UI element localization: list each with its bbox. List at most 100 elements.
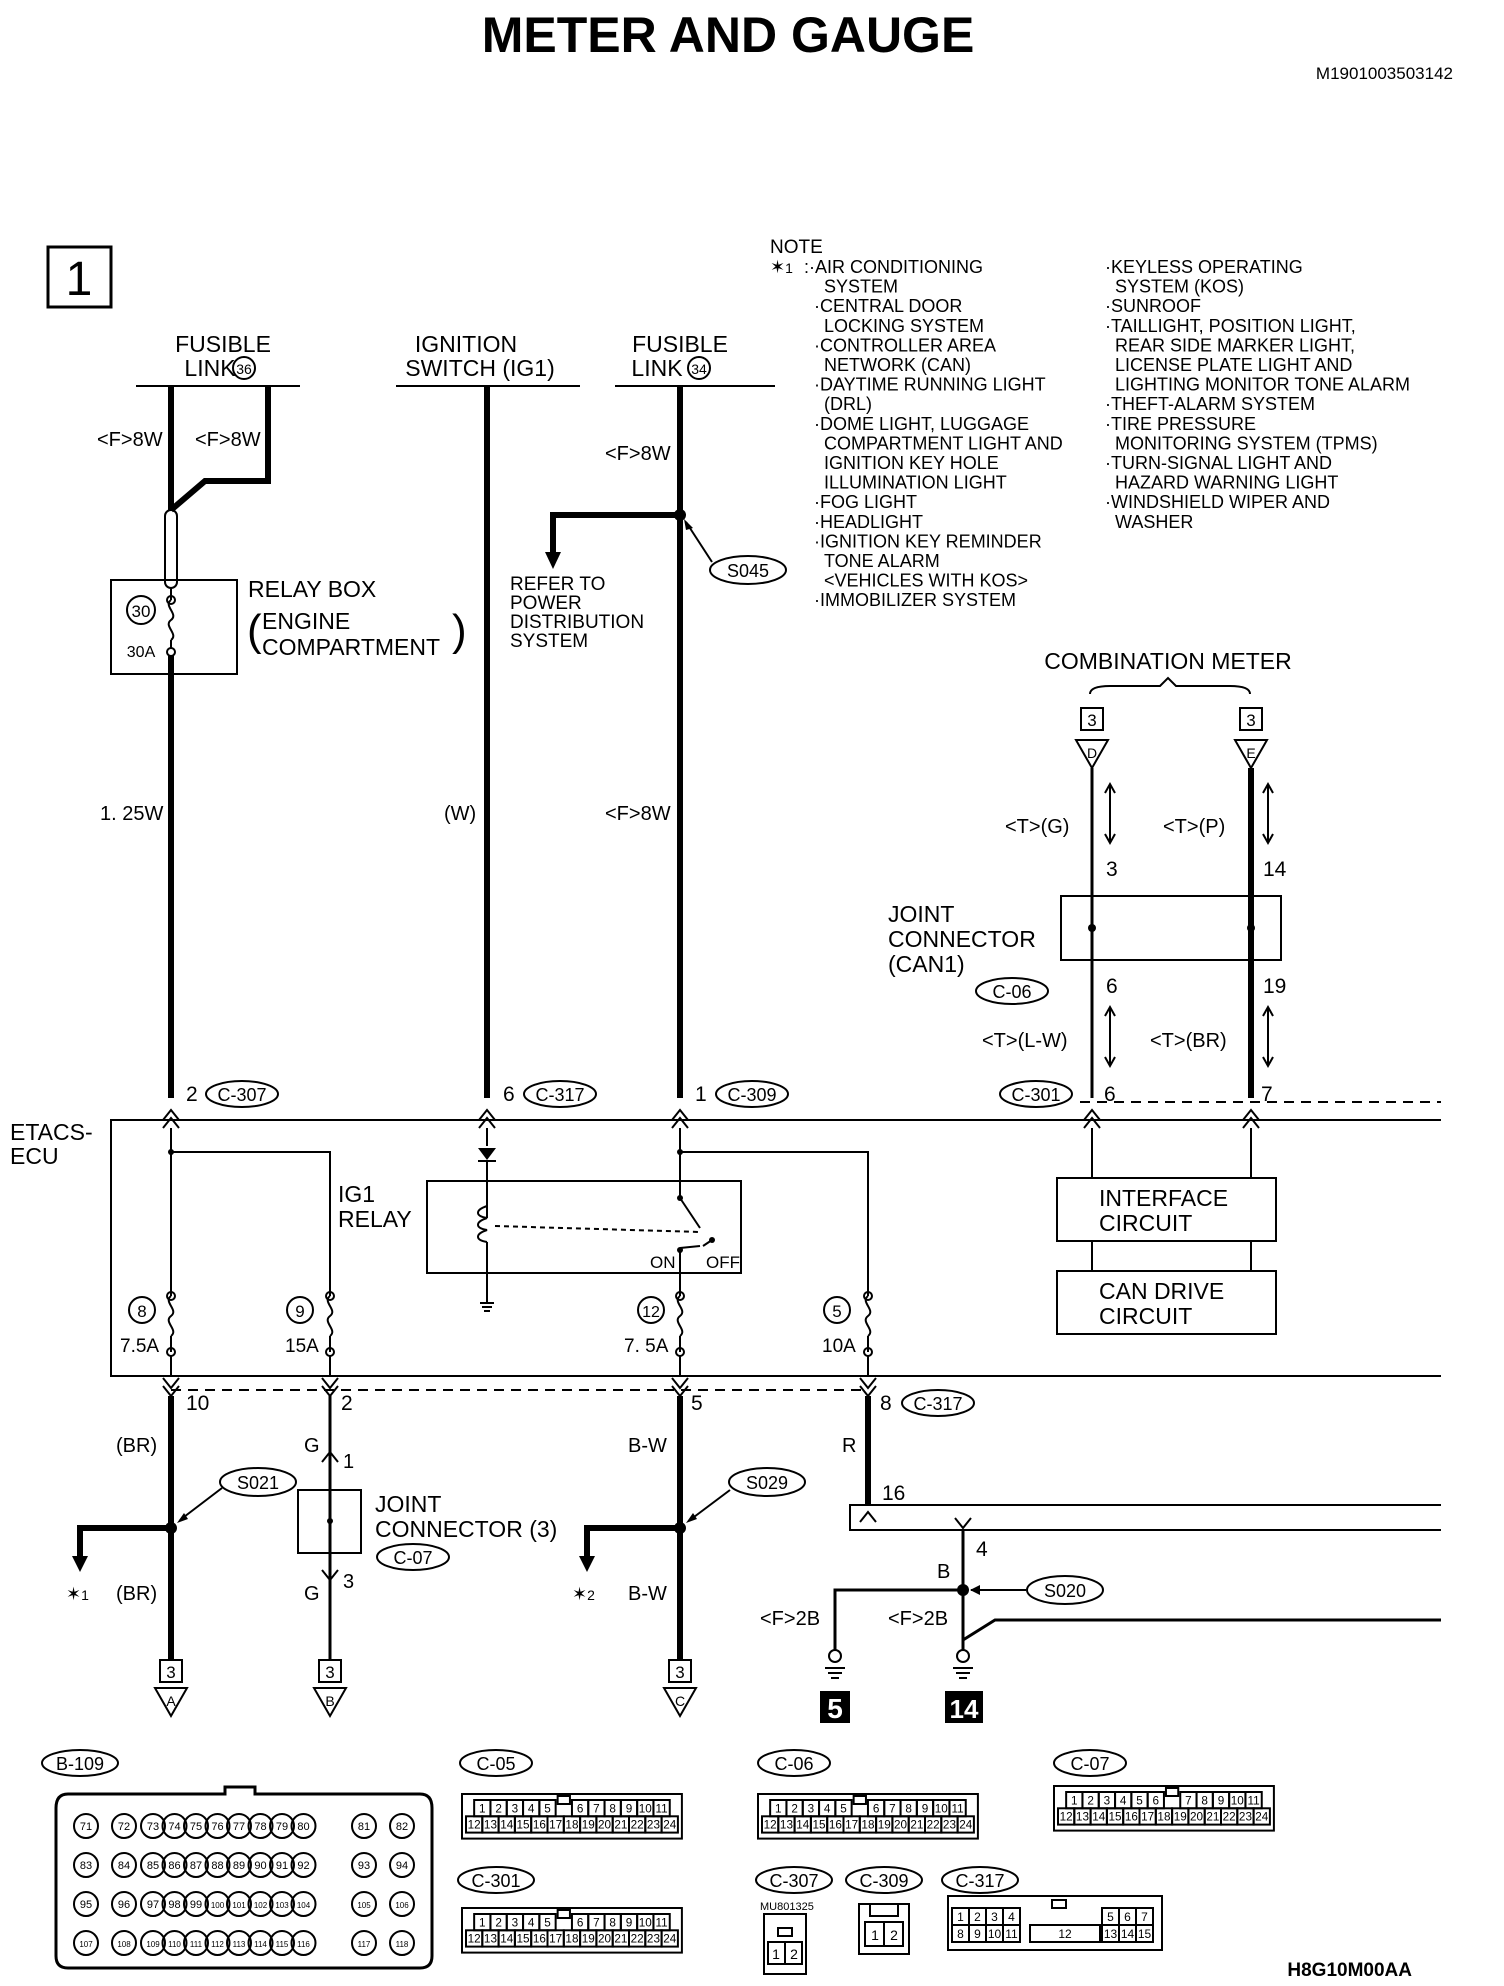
b109-pin — [247, 1813, 274, 1839]
connector-pin: 24 — [959, 1819, 973, 1832]
splice-s021-label: S021 — [237, 1473, 279, 1493]
connector-cell — [1002, 1924, 1021, 1943]
b109-pin — [140, 1813, 166, 1839]
connector-c07-label: C-07 — [1070, 1754, 1109, 1774]
connector-pin: 20 — [598, 1933, 612, 1946]
connector-c05-label: C-05 — [476, 1754, 515, 1774]
wire-label-f2b: <F>2B — [760, 1608, 820, 1630]
note-item: ILLUMINATION LIGHT — [824, 473, 1007, 493]
connector-pin: 7 — [593, 1802, 600, 1815]
connector-pin: 10 — [935, 1802, 949, 1815]
connector-pin: 5 — [840, 1802, 847, 1815]
ignition-switch-label: IGNITION — [415, 331, 517, 357]
connector-pin: 3 — [1104, 1794, 1111, 1807]
b109-pin-label: 108 — [117, 1940, 131, 1949]
b109-pin — [290, 1930, 317, 1956]
etacs-internal-right — [679, 1128, 869, 1296]
connector-key — [1051, 1899, 1067, 1909]
b109-pin-label: 75 — [190, 1821, 202, 1833]
connector-pin: 15 — [1138, 1927, 1152, 1941]
b109-pin-label: 80 — [297, 1821, 309, 1833]
connector-pin: 16 — [533, 1933, 546, 1946]
ground-pin-4: 4 — [976, 1538, 988, 1561]
star-1: ✶1 — [66, 1584, 89, 1604]
connector-pin: 24 — [663, 1933, 677, 1946]
b109-pin-label: 106 — [395, 1901, 409, 1910]
b109-pin-label: 101 — [232, 1901, 246, 1910]
connector-c301-label: C-301 — [471, 1871, 520, 1891]
connector-pin: 10 — [988, 1927, 1002, 1941]
diode-symbol — [478, 1148, 496, 1160]
bidirectional-arrows — [1104, 781, 1274, 1069]
connector-pin: 1 — [775, 1802, 782, 1815]
connector-pin: 19 — [1174, 1811, 1187, 1824]
connector-pin: 4 — [1008, 1910, 1015, 1924]
note-item: LICENSE PLATE LIGHT AND — [1115, 355, 1352, 375]
meter-pin-19: 19 — [1263, 975, 1286, 998]
relay-box-paren-left: ( — [247, 606, 262, 655]
note-item: COMPARTMENT LIGHT AND — [824, 433, 1063, 453]
note-item: REAR SIDE MARKER LIGHT, — [1115, 335, 1355, 355]
b109-pin-label: 72 — [118, 1821, 130, 1833]
b109-pin — [183, 1891, 209, 1917]
b109-pin-label: 87 — [190, 1860, 202, 1872]
wire-label-r: R — [842, 1435, 856, 1457]
meter-pin-14: 14 — [1263, 858, 1287, 881]
joint-can1-connector-tag — [975, 977, 1049, 1005]
b109-pin-label: 112 — [211, 1940, 224, 1949]
can-drive-line-1: CAN DRIVE — [1099, 1278, 1224, 1304]
etacs-pin: 7 — [1261, 1083, 1273, 1106]
etacs-pin: 1 — [695, 1083, 707, 1106]
note-item: HAZARD WARNING LIGHT — [1115, 473, 1338, 493]
connector-pin: 21 — [910, 1819, 923, 1832]
relay-box-paren-right: ) — [452, 606, 467, 655]
connector-pin: 4 — [824, 1802, 831, 1815]
connector-pin: 12 — [468, 1819, 481, 1832]
b109-pin — [140, 1852, 166, 1878]
connector-e-letter: E — [1246, 745, 1255, 761]
joint-can1-line3: (CAN1) — [888, 951, 965, 977]
b109-pin — [140, 1891, 166, 1917]
connector-pin: 15 — [517, 1819, 531, 1832]
note-item: :·AIR CONDITIONING — [804, 257, 983, 277]
b109-pin — [73, 1930, 99, 1956]
relay-fuse-number: 30 — [132, 602, 151, 621]
b109-pin — [351, 1930, 377, 1956]
b109-pin — [247, 1930, 274, 1956]
connector-pin: 6 — [577, 1916, 584, 1929]
b109-pin — [269, 1930, 295, 1956]
b109-pin — [204, 1891, 231, 1917]
ecu-fuse-circle — [286, 1296, 314, 1324]
b109-pin-label: 116 — [297, 1940, 310, 1949]
note-item: ·CONTROLLER AREA — [814, 335, 996, 355]
relay-box-sub-1: ENGINE — [262, 608, 350, 634]
connector-pin: 5 — [544, 1802, 551, 1815]
etacs-conn-tag — [523, 1080, 597, 1108]
connector-pin: 11 — [952, 1802, 964, 1815]
connector-cell — [660, 1929, 679, 1948]
b109-pin-label: 73 — [147, 1821, 159, 1833]
ground-symbols — [825, 1649, 973, 1679]
wire-label-w: (W) — [444, 803, 476, 825]
b109-pin-label: 97 — [147, 1899, 159, 1911]
etacs-conn-tag — [715, 1080, 789, 1108]
b109-pin-label: 85 — [147, 1860, 159, 1872]
note-item: (DRL) — [824, 394, 872, 414]
refer-arrow — [545, 552, 561, 569]
joint-connector-can1 — [1060, 895, 1282, 961]
wire-label-tp: <T>(P) — [1163, 816, 1225, 838]
connector-cell — [1252, 1807, 1271, 1826]
note-item: NETWORK (CAN) — [824, 355, 971, 375]
output-a-letter: A — [166, 1693, 176, 1709]
wire-label-f8w: <F>8W — [97, 429, 163, 451]
connector-pin: 10 — [1231, 1794, 1245, 1807]
b109-pin-label: 76 — [211, 1821, 223, 1833]
b109-pin-label: 71 — [80, 1821, 92, 1833]
b109-pin-label: 81 — [358, 1821, 370, 1833]
wire-label-g: G — [304, 1583, 320, 1605]
connector-c307-code: MU801325 — [760, 1901, 814, 1913]
b109-pin — [161, 1930, 188, 1956]
fusible-link-34-number-circle — [687, 356, 711, 380]
